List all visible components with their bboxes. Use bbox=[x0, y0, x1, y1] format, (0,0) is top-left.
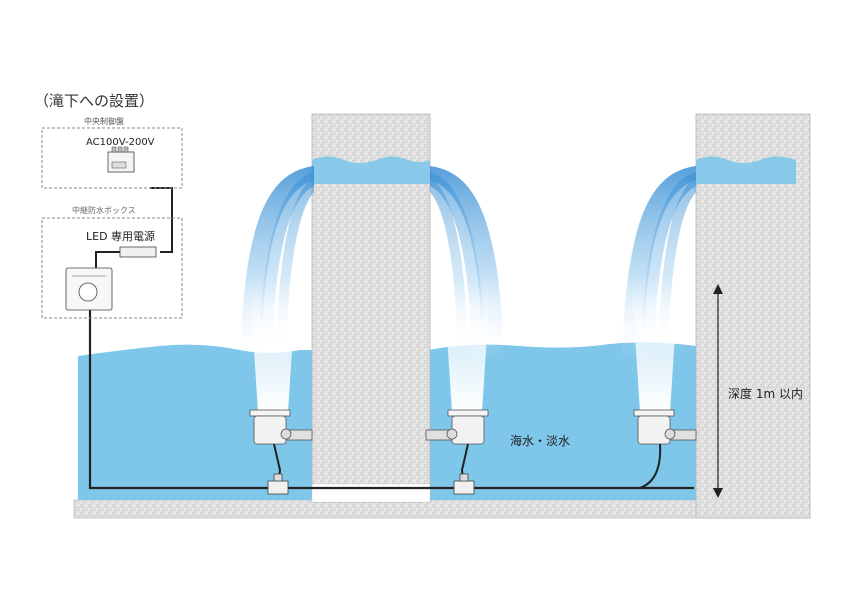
upper-pool bbox=[696, 156, 796, 184]
depth-label: 深度 1m 以内 bbox=[728, 387, 803, 401]
upper-pool bbox=[312, 156, 430, 184]
cable bbox=[95, 251, 120, 268]
voltage-label: AC100V-200V bbox=[86, 137, 155, 148]
control-panel-box bbox=[41, 127, 183, 189]
cable bbox=[88, 310, 694, 490]
water-body bbox=[78, 344, 300, 500]
relay-box-title: 中継防水ボックス bbox=[72, 206, 136, 215]
water-type-label: 海水・淡水 bbox=[510, 434, 571, 448]
light-fixture bbox=[633, 409, 697, 445]
relay-box bbox=[41, 217, 183, 319]
pillar-base-band bbox=[311, 483, 431, 503]
cable-connector bbox=[267, 473, 289, 495]
light-fixture bbox=[425, 409, 489, 445]
cable-connector bbox=[453, 473, 475, 495]
light-fixture bbox=[249, 409, 313, 445]
light-beam bbox=[444, 290, 490, 412]
light-beam bbox=[250, 290, 296, 412]
water-body bbox=[428, 342, 696, 500]
ac-plug-icon bbox=[107, 146, 135, 173]
depth-arrow bbox=[713, 284, 723, 498]
diagram-title: （滝下への設置） bbox=[34, 92, 155, 110]
power-supply-icon bbox=[119, 246, 157, 258]
power-supply-label: LED 専用電源 bbox=[86, 230, 156, 243]
light-beam bbox=[632, 290, 678, 412]
control-panel-title: 中央制御盤 bbox=[84, 117, 124, 126]
cable bbox=[639, 443, 662, 489]
junction-box-icon bbox=[65, 267, 113, 311]
